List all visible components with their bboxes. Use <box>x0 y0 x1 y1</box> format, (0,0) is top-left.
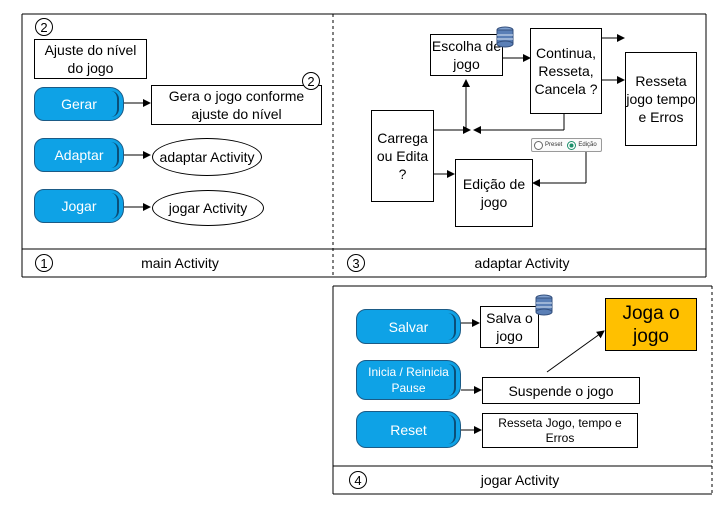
panel-title: jogar Activity <box>480 472 560 488</box>
salva-jogo-box: Salva o jogo <box>480 306 539 348</box>
jogar-activity-ellipse: jogar Activity <box>152 190 264 226</box>
panel-number-badge: 1 <box>35 254 53 272</box>
database-icon <box>496 26 514 48</box>
database-icon <box>535 294 553 316</box>
radio-button-icon[interactable] <box>567 140 577 150</box>
inicia-button-label: Inicia / Reinicia <box>368 365 449 379</box>
jogar-button[interactable]: Jogar <box>34 189 124 223</box>
joga-jogo-box: Joga o jogo <box>605 298 697 351</box>
pause-button-label: Pause <box>391 381 426 395</box>
reset-button[interactable]: Reset <box>356 411 461 448</box>
resseta-jogo-box: Resseta jogo tempo e Erros <box>625 52 697 146</box>
suspende-jogo-box: Suspende o jogo <box>482 377 640 404</box>
preset-edicao-radio-group: Preset Edição <box>531 138 602 152</box>
radio-preset-label: Preset <box>545 142 563 148</box>
step-badge: 2 <box>35 18 53 36</box>
escolha-jogo-box: Escolha de jogo <box>430 34 503 76</box>
adaptar-activity-ellipse: adaptar Activity <box>152 138 262 176</box>
salvar-button[interactable]: Salvar <box>356 309 461 344</box>
panel-title: adaptar Activity <box>474 255 570 271</box>
edicao-jogo-box: Edição de jogo <box>455 159 533 227</box>
radio-button-icon[interactable] <box>534 140 543 150</box>
panel-number-badge: 4 <box>349 471 367 489</box>
step-badge: 2 <box>302 72 320 90</box>
continua-resseta-cancela-box: Continua, Resseta, Cancela ? <box>530 28 602 114</box>
panel-number-badge: 3 <box>347 254 365 272</box>
radio-edicao-label: Edição <box>578 142 597 148</box>
gerar-button[interactable]: Gerar <box>34 87 124 121</box>
resseta-jogo-tempo-erros-box: Resseta Jogo, tempo e Erros <box>482 413 638 448</box>
inicia-reinicia-pause-button[interactable]: Inicia / Reinicia Pause <box>356 360 461 400</box>
gera-jogo-box: Gera o jogo conforme ajuste do nível <box>151 85 322 125</box>
ajuste-nivel-box: Ajuste do nível do jogo <box>34 39 147 79</box>
panel-title: main Activity <box>141 255 219 271</box>
carrega-edita-box: Carrega ou Edita ? <box>371 110 434 202</box>
adaptar-button[interactable]: Adaptar <box>34 138 124 172</box>
